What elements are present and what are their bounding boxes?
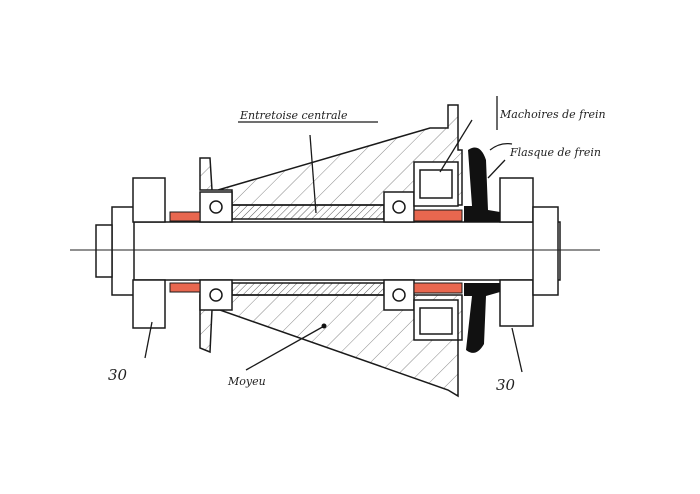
bushing-right-top [413, 209, 463, 222]
label-dim-right: 30 [496, 376, 516, 394]
label-dim-left: 30 [108, 366, 128, 384]
bearing-right-bottom [383, 279, 415, 311]
bearing-left-bottom [199, 279, 233, 311]
bearing-left-top [199, 191, 233, 223]
label-brake-flange: Flasque de frein [509, 146, 601, 159]
label-brake-shoes: Machoires de frein [499, 108, 606, 121]
bushing-left-top [169, 211, 201, 222]
label-spacer: Entretoise centrale [239, 109, 348, 122]
label-hub: Moyeu [227, 375, 266, 388]
hub-bottom [199, 294, 463, 398]
bushing-right-bottom [413, 282, 463, 294]
nut [111, 206, 135, 296]
bushing-left-bottom [169, 282, 201, 293]
left-spacer-30 [132, 177, 166, 223]
spacer-bottom [231, 282, 385, 296]
brake-flange [464, 147, 500, 222]
bearing-right-top [383, 191, 415, 223]
spacer-top [231, 204, 385, 220]
right-spacer-30 [499, 177, 534, 223]
shaft [119, 221, 561, 281]
